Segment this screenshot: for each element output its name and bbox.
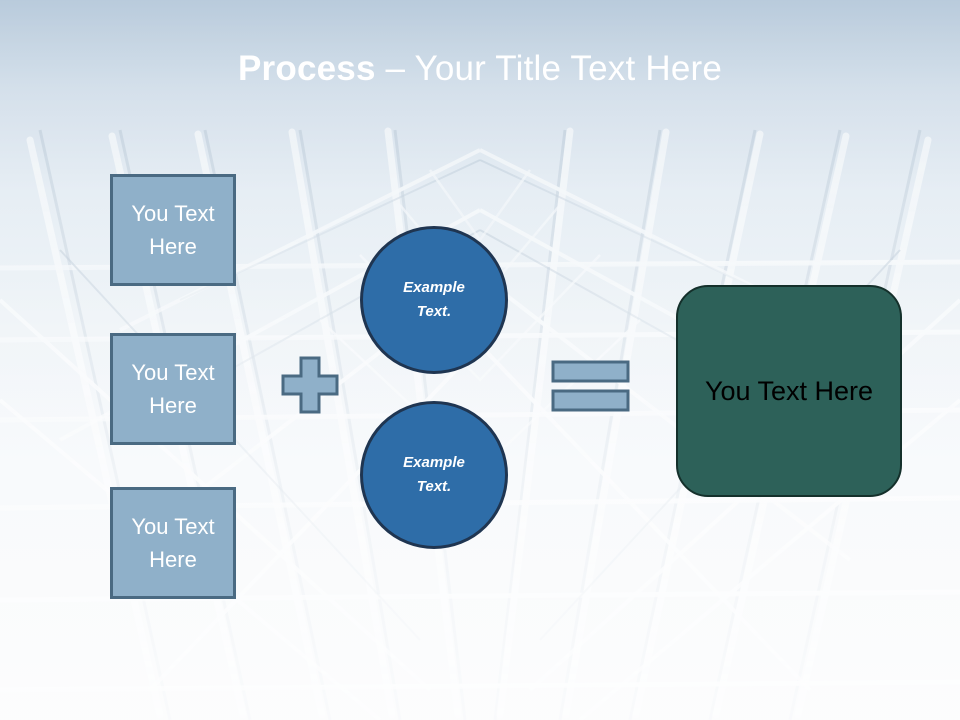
input-box-2[interactable]: You Text Here <box>110 333 236 445</box>
process-circle-1-label: Example Text. <box>403 276 465 324</box>
page-title-separator: – <box>375 49 415 88</box>
process-circle-2[interactable]: Example Text. <box>360 401 508 549</box>
result-box[interactable]: You Text Here <box>676 285 902 497</box>
process-circle-2-line1: Example <box>403 454 465 471</box>
process-circle-2-label: Example Text. <box>403 451 465 499</box>
input-box-3[interactable]: You Text Here <box>110 487 236 599</box>
page-title: Process – Your Title Text Here <box>0 0 960 90</box>
process-circle-1[interactable]: Example Text. <box>360 226 508 374</box>
process-circle-2-line2: Text. <box>416 478 452 495</box>
input-box-1[interactable]: You Text Here <box>110 174 236 286</box>
page-title-strong: Process <box>238 49 376 88</box>
input-box-2-label: You Text Here <box>131 360 215 418</box>
input-box-1-label: You Text Here <box>131 201 215 259</box>
result-box-label: You Text Here <box>704 376 874 406</box>
input-box-3-label: You Text Here <box>131 514 215 572</box>
page-title-rest: Your Title Text Here <box>414 49 722 88</box>
plus-operator-icon <box>281 356 339 414</box>
process-circle-1-line2: Text. <box>416 303 452 320</box>
equals-operator-icon <box>551 360 630 412</box>
process-circle-1-line1: Example <box>403 279 465 296</box>
